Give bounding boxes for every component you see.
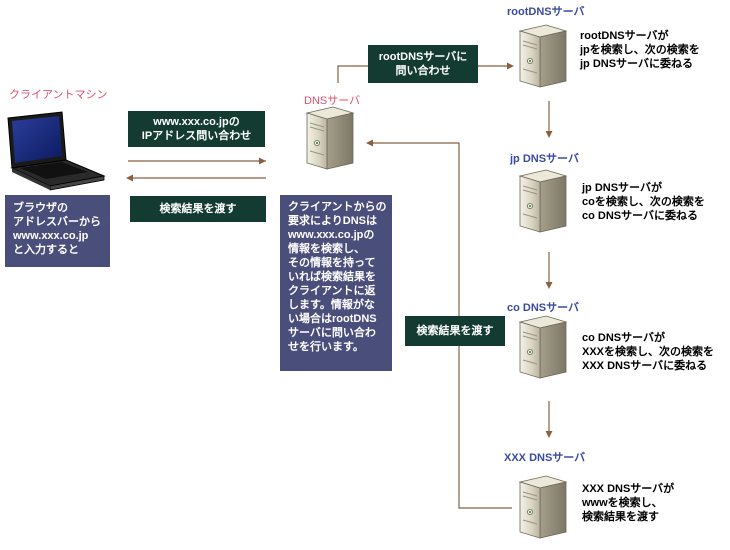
dns-description-line: www.xxx.co.jpの <box>288 229 375 241</box>
server-note-line: co DNSサーバに委ねる <box>582 210 699 222</box>
server-note-line: jp DNSサーバに委ねる <box>580 58 693 70</box>
result-to-client-label-text: 検索結果を渡す <box>159 203 237 215</box>
dns-description-line: クライアントに返 <box>288 285 376 297</box>
server-note-line: coを検索し、次の検索を <box>582 196 705 208</box>
query-arrow <box>128 157 266 165</box>
xxx-dns-server-title: XXX DNSサーバ <box>504 452 586 464</box>
root-dns-server-title: rootDNSサーバ <box>507 6 585 18</box>
dns-server-title: DNSサーバ <box>304 95 361 107</box>
query-label: www.xxx.co.jpの IPアドレス問い合わせ <box>128 111 265 147</box>
jp-dns-server-icon <box>519 169 567 233</box>
server-note-line: XXX DNSサーバに委ねる <box>582 360 708 372</box>
server-note-line: 検索結果を渡す <box>582 511 659 523</box>
dns-description-line: 情報を検索し、 <box>288 243 365 255</box>
root-query-label: rootDNSサーバに 問い合わせ <box>368 45 478 83</box>
query-label-line: IPアドレス問い合わせ <box>141 130 252 142</box>
dns-server-icon <box>306 106 354 170</box>
jp-to-co-arrow <box>545 252 553 289</box>
server-note-line: jpを検索し、次の検索を <box>580 44 700 56</box>
dns-description-line: その情報を持って <box>288 257 376 269</box>
co-dns-server-title: co DNSサーバ <box>507 302 580 314</box>
server-note-line: rootDNSサーバが <box>580 30 669 42</box>
client-description-line: ブラウザの <box>13 202 68 214</box>
client-title: クライアントマシン <box>9 89 108 101</box>
dns-server-description-box: クライアントからの 要求によりDNSは www.xxx.co.jpの 情報を検索… <box>280 195 392 371</box>
result-return-label-text: 検索結果を渡す <box>416 325 494 337</box>
server-note-line: jp DNSサーバが <box>582 182 662 194</box>
dns-description-line: サーバに問い合わ <box>288 327 376 339</box>
root-dns-server-note: rootDNSサーバが jpを検索し、次の検索を jp DNSサーバに委ねる <box>580 29 700 71</box>
jp-dns-server-note: jp DNSサーバが coを検索し、次の検索を co DNSサーバに委ねる <box>582 181 705 223</box>
root-dns-server-icon <box>519 24 567 88</box>
result-to-client-arrow <box>126 174 266 182</box>
query-label-line: www.xxx.co.jpの <box>153 116 240 128</box>
root-query-label-line: rootDNSサーバに <box>378 51 468 63</box>
root-to-jp-arrow <box>545 101 553 138</box>
laptop-icon <box>7 111 106 191</box>
jp-dns-server-title: jp DNSサーバ <box>510 153 579 165</box>
dns-description-line: 要求によりDNSは <box>288 215 378 227</box>
co-dns-server-icon <box>519 315 567 379</box>
result-return-label: 検索結果を渡す <box>405 316 505 346</box>
client-description-box: ブラウザの アドレスバーから www.xxx.co.jp と入力すると <box>5 195 110 267</box>
dns-description-line: クライアントからの <box>288 201 387 213</box>
dns-description-line: い場合はrootDNS <box>288 313 377 325</box>
co-dns-server-note: co DNSサーバが XXXを検索し、次の検索を XXX DNSサーバに委ねる <box>582 331 714 373</box>
xxx-dns-server-note: XXX DNSサーバが wwwを検索し、 検索結果を渡す <box>582 482 674 524</box>
co-to-xxx-arrow <box>545 401 553 438</box>
server-note-line: XXX DNSサーバが <box>582 483 675 495</box>
server-note-line: wwwを検索し、 <box>582 497 663 509</box>
client-description-line: と入力すると <box>13 244 79 256</box>
server-note-line: XXXを検索し、次の検索を <box>582 346 715 358</box>
root-query-label-line: 問い合わせ <box>395 65 451 77</box>
result-to-client-label: 検索結果を渡す <box>130 196 266 222</box>
dns-description-line: いれば検索結果を <box>288 271 376 283</box>
xxx-dns-server-icon <box>519 475 567 539</box>
server-note-line: co DNSサーバが <box>582 332 666 344</box>
client-description-line: アドレスバーから <box>13 216 101 228</box>
dns-description-line: します。情報がな <box>288 299 375 311</box>
client-description-line: www.xxx.co.jp <box>13 230 89 242</box>
dns-description-line: せを行います。 <box>288 341 364 353</box>
